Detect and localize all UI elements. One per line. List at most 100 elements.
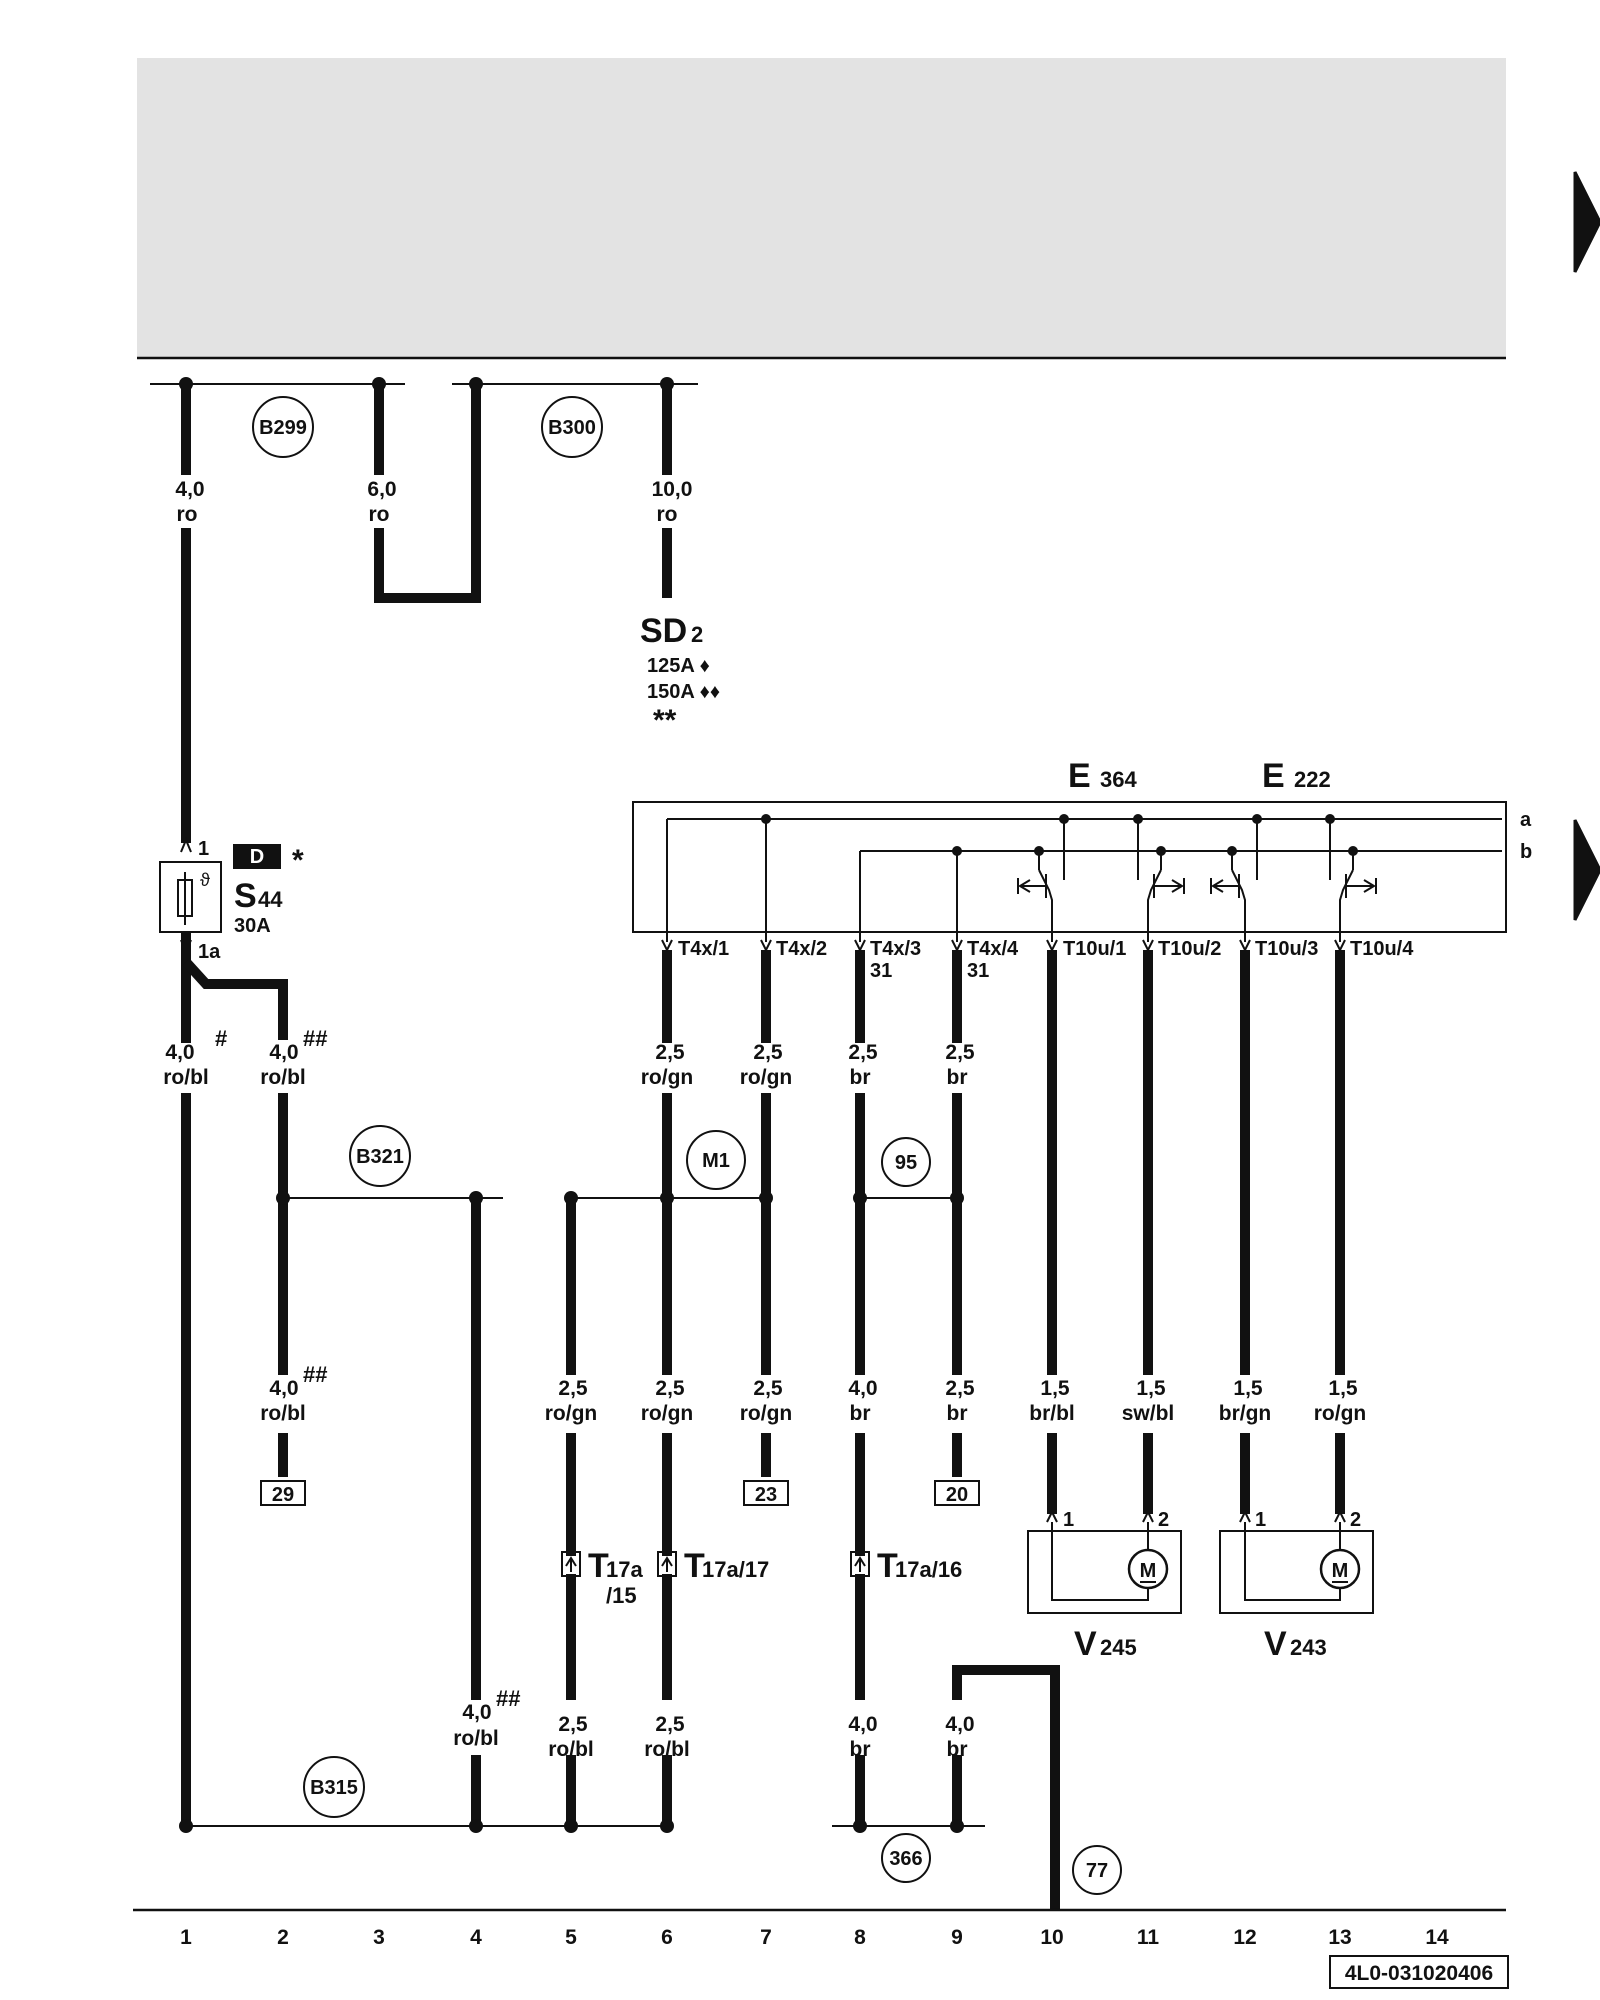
component-e364: E xyxy=(1068,757,1091,795)
wire-color: ro/bl xyxy=(453,1727,499,1750)
grid-number: 5 xyxy=(565,1926,577,1949)
wire-color: br xyxy=(947,1402,968,1425)
svg-text:44: 44 xyxy=(258,887,283,912)
connector-t4x3-sub: 31 xyxy=(870,960,892,982)
switch-t10u3-icon xyxy=(1210,819,1258,942)
wire-size: 4,0 xyxy=(945,1713,974,1736)
wire-color: ro/gn xyxy=(740,1066,793,1089)
wire-color: br xyxy=(850,1738,871,1761)
svg-text:S: S xyxy=(234,877,257,915)
wire-color: br xyxy=(947,1066,968,1089)
wire-size: 1,5 xyxy=(1233,1377,1263,1400)
grid-number: 14 xyxy=(1425,1926,1449,1949)
rail-b-label: b xyxy=(1520,841,1532,863)
connector-t17a-15: T 17a /15 xyxy=(561,1547,643,1608)
grid-number: 1 xyxy=(180,1926,192,1949)
junction-dot xyxy=(469,1819,483,1833)
component-e364-sub: 364 xyxy=(1100,767,1137,792)
svg-text:17a/17: 17a/17 xyxy=(702,1557,769,1582)
ref-box-23-label: 23 xyxy=(755,1484,777,1506)
connector-t4x4-sub: 31 xyxy=(967,960,989,982)
continuation-arrow-icon xyxy=(1573,819,1600,921)
wire-col3-loop xyxy=(374,384,481,603)
ref-box-20-label: 20 xyxy=(946,1484,968,1506)
ref-box-23 xyxy=(743,1480,789,1506)
wire-mark: ## xyxy=(303,1362,327,1387)
grid-number: 3 xyxy=(373,1926,385,1949)
wire-col2-branch xyxy=(182,958,288,1040)
svg-text:245: 245 xyxy=(1100,1635,1137,1660)
svg-text:243: 243 xyxy=(1290,1635,1327,1660)
svg-text:1: 1 xyxy=(1063,1509,1074,1531)
svg-text:V: V xyxy=(1074,1625,1097,1663)
wire-mark: # xyxy=(215,1026,227,1051)
svg-text:17a/16: 17a/16 xyxy=(895,1557,962,1582)
wire-color: ro/bl xyxy=(548,1738,594,1761)
wire-color: ro/bl xyxy=(163,1066,209,1089)
wire-size: 1,5 xyxy=(1136,1377,1166,1400)
wire-color: ro xyxy=(369,503,390,526)
fuse-sd2: SD 2 125A ♦ 150A ♦♦ ** xyxy=(640,612,720,737)
switch-t10u1-icon xyxy=(1017,819,1065,942)
fuse-s44: ϑ D * S 44 30A 1 1a xyxy=(159,838,304,963)
wire-color: br xyxy=(947,1738,968,1761)
svg-text:366: 366 xyxy=(889,1848,922,1870)
junction-dot xyxy=(950,1819,964,1833)
ref-circle-m1: M1 xyxy=(686,1130,746,1190)
component-e222-sub: 222 xyxy=(1294,767,1331,792)
ref-box-29-label: 29 xyxy=(272,1484,294,1506)
wire-color: br xyxy=(850,1402,871,1425)
connector-t10u4: T10u/4 xyxy=(1350,938,1414,960)
svg-text:T: T xyxy=(877,1547,898,1585)
component-e222: E xyxy=(1262,757,1285,795)
ref-circle-b315: B315 xyxy=(303,1756,365,1818)
connector-t4x3: T4x/3 xyxy=(870,938,921,960)
grid-number: 11 xyxy=(1137,1926,1160,1949)
wire-size: 4,0 xyxy=(269,1377,298,1400)
wire-color: br xyxy=(850,1066,871,1089)
svg-text:T: T xyxy=(684,1547,705,1585)
wire-mark: ## xyxy=(303,1026,327,1051)
svg-text:M: M xyxy=(1332,1560,1349,1582)
svg-text:ϑ: ϑ xyxy=(200,870,210,890)
svg-text:1a: 1a xyxy=(198,941,221,963)
ref-circle-b300: B300 xyxy=(541,396,603,458)
wire-size: 2,5 xyxy=(655,1041,685,1064)
wire-mark: ## xyxy=(496,1686,520,1711)
svg-text:2: 2 xyxy=(1350,1509,1361,1531)
grid-number: 2 xyxy=(277,1926,289,1949)
ref-circle-95: 95 xyxy=(881,1137,931,1187)
grid-number: 13 xyxy=(1328,1926,1351,1949)
svg-text:V: V xyxy=(1264,1625,1287,1663)
motor-v243: M 1 2 V 243 xyxy=(1219,1509,1374,1663)
wire-size: 4,0 xyxy=(269,1041,298,1064)
wire-size: 2,5 xyxy=(655,1377,685,1400)
wire-color: br/bl xyxy=(1029,1402,1075,1425)
grid-number: 9 xyxy=(951,1926,963,1949)
connector-t4x1: T4x/1 xyxy=(678,938,729,960)
svg-text:B315: B315 xyxy=(310,1777,358,1799)
wire-size: 6,0 xyxy=(367,478,396,501)
svg-text:T: T xyxy=(588,1547,609,1585)
wire-size: 4,0 xyxy=(165,1041,194,1064)
svg-text:M1: M1 xyxy=(702,1150,730,1172)
junction-dot xyxy=(564,1819,578,1833)
svg-text:B299: B299 xyxy=(259,417,307,439)
doc-id-box xyxy=(1329,1955,1509,1989)
grid-number: 7 xyxy=(760,1926,772,1949)
pin-arrow-icon xyxy=(1046,1509,1346,1523)
svg-text:77: 77 xyxy=(1086,1860,1108,1882)
svg-text:**: ** xyxy=(653,704,677,737)
connector-t4x4: T4x/4 xyxy=(967,938,1019,960)
wire-size: 4,0 xyxy=(848,1713,877,1736)
svg-text:/15: /15 xyxy=(606,1583,637,1608)
wire-size: 4,0 xyxy=(175,478,204,501)
connector-t17a-16: T 17a/16 xyxy=(850,1547,962,1585)
wire-size: 2,5 xyxy=(655,1713,685,1736)
wire-color: ro/gn xyxy=(641,1402,694,1425)
switch-t10u4-icon xyxy=(1329,819,1377,942)
wire-size: 2,5 xyxy=(558,1713,588,1736)
wire-color: ro/gn xyxy=(545,1402,598,1425)
svg-text:95: 95 xyxy=(895,1152,917,1174)
